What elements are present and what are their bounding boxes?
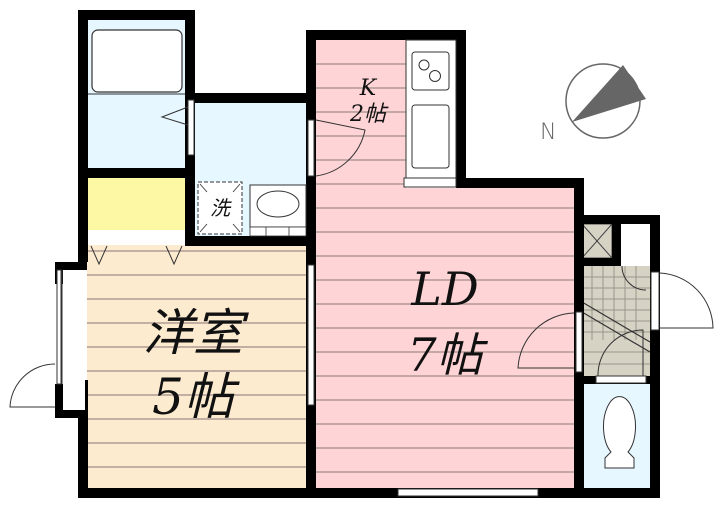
meter-box [621,224,650,264]
compass-arrow-icon [572,65,646,122]
kitchen-sink [411,104,450,169]
kitchen-name: K [359,76,377,101]
kitchen-size: 2帖 [350,102,386,127]
western-room-floor [87,245,307,488]
stove [411,51,450,91]
western-room-size: 5帖 [152,368,234,426]
toilet-door [595,375,647,384]
western-room-sliding-door [307,264,315,406]
ld-door-swing [517,312,575,369]
west-door-swing [9,363,56,408]
toilet [603,396,636,469]
kitchen-counter-strip [403,177,457,188]
ld-window [397,488,539,497]
closet-floor [87,178,185,230]
kitchen-door-swing [315,119,366,177]
bath-door-swing [160,106,189,126]
wash-to-kitchen-opening [307,119,315,177]
compass [565,63,646,139]
closet-door-strip [87,230,185,244]
western-room-name: 洋室 [143,304,243,362]
ld-floor [316,188,574,488]
compass-north-label: N [540,120,557,145]
western-window [56,269,62,385]
entrance-to-ld-opening [575,311,583,373]
washer-label: 洗 [210,196,230,220]
ld-size: 7帖 [407,328,483,382]
front-door-opening [650,271,660,331]
ld-name: LD [411,262,479,316]
bath-door-opening [187,99,195,156]
west-door-frame [63,270,85,410]
front-door-swing [659,272,714,329]
bathtub [91,29,183,93]
